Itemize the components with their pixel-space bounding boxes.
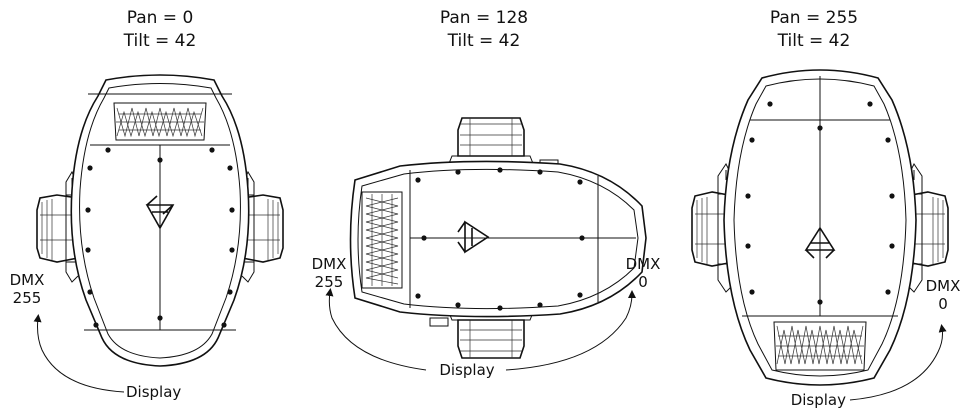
panel-2-tilt-label: Tilt = 42 <box>447 31 521 51</box>
panel-1-display-label: Display <box>126 383 182 401</box>
fixture-3-drawing <box>691 69 949 386</box>
panel-2-rotation-arrow-right <box>505 290 636 371</box>
fixture-3-screws <box>745 101 895 305</box>
panel-1-dmx-label: DMX <box>9 271 45 289</box>
panel-2-display-label: Display <box>439 361 495 379</box>
panel-1-tilt-label: Tilt = 42 <box>123 31 197 51</box>
fixture-1-drawing <box>36 74 284 367</box>
fixture-2-body <box>349 160 647 318</box>
fixture-1-logo <box>145 195 175 230</box>
fixture-2-lens-array <box>361 191 403 289</box>
panel-3-tilt-label: Tilt = 42 <box>777 31 851 51</box>
panel-1-dmx-value: 255 <box>12 289 42 307</box>
panel-3-dmx-value: 0 <box>938 295 948 313</box>
panel-3-display-label: Display <box>790 391 846 409</box>
fixture-3-lens-array <box>773 321 867 371</box>
panel-1-rotation-arrow <box>33 314 125 393</box>
fixture-2-screws <box>415 167 585 311</box>
panel-2-pan-label: Pan = 128 <box>439 8 529 28</box>
panel-3-rotation-arrow <box>849 324 947 401</box>
panel-1-pan-label: Pan = 0 <box>126 8 194 28</box>
panel-3-dmx-label: DMX <box>925 277 961 295</box>
panel-2-dmx-right-label: DMX <box>625 255 661 273</box>
panel-3-pan-label: Pan = 255 <box>769 8 859 28</box>
fixture-3-logo <box>804 226 836 259</box>
panel-2-rotation-arrow-left <box>325 288 427 371</box>
panel-2-dmx-left-label: DMX <box>311 255 347 273</box>
panel-2-dmx-right-value: 0 <box>638 273 648 291</box>
fixture-2-logo <box>457 220 490 254</box>
fixture-2-drawing <box>349 117 647 359</box>
fixture-1-lens-array <box>113 102 207 141</box>
panel-2-dmx-left-value: 255 <box>314 273 344 291</box>
fixture-1-screws <box>85 147 235 328</box>
